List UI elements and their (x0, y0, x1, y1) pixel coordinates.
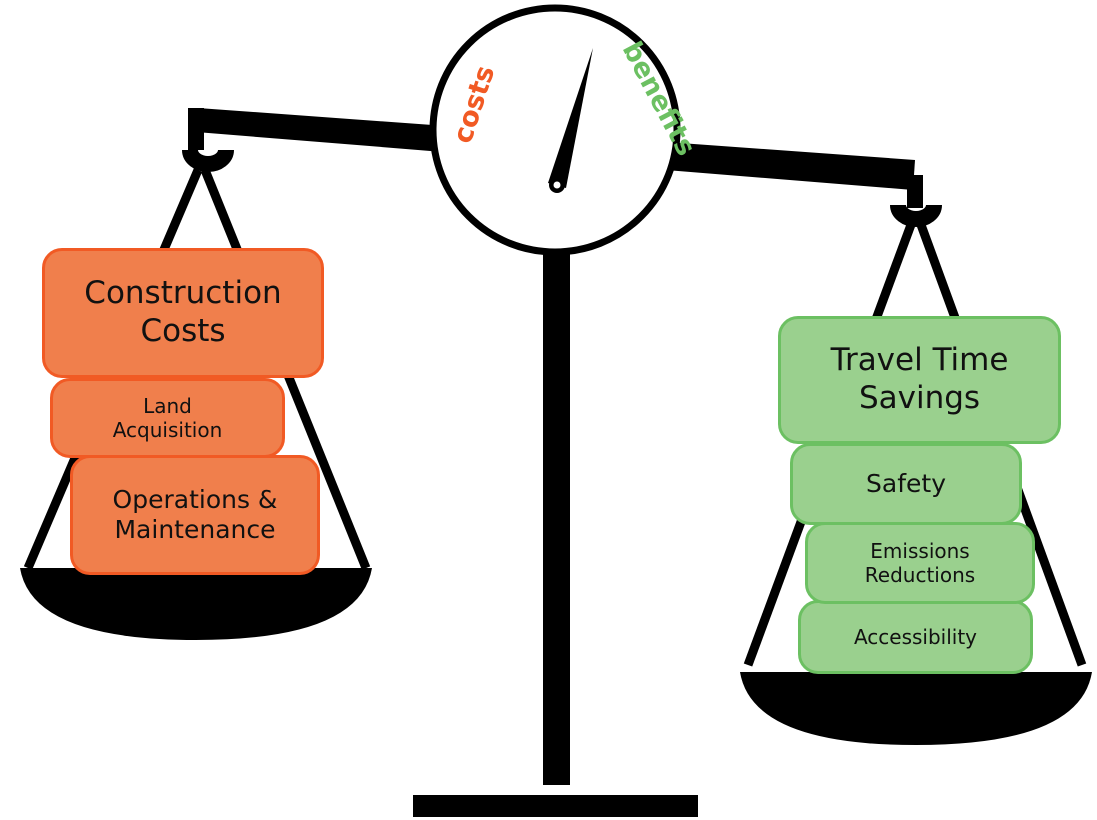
benefit-item-emissions-reductions: Emissions Reductions (805, 522, 1035, 604)
cost-item-operations-maintenance: Operations & Maintenance (70, 455, 320, 575)
scale-post (543, 250, 570, 785)
left-hook (182, 108, 234, 172)
benefit-item-label: Emissions Reductions (864, 538, 976, 587)
cost-item-label: Construction Costs (84, 275, 282, 349)
cost-item-construction-costs: Construction Costs (42, 248, 324, 378)
cost-item-label: Operations & Maintenance (112, 484, 278, 545)
gauge-dial (429, 4, 681, 256)
benefit-item-label: Accessibility (853, 624, 978, 649)
left-pan (20, 568, 372, 640)
benefit-item-safety: Safety (790, 443, 1022, 525)
right-hook (890, 175, 942, 227)
benefit-item-accessibility: Accessibility (798, 600, 1033, 674)
benefit-item-label: Safety (866, 468, 946, 498)
benefit-item-travel-time-savings: Travel Time Savings (778, 316, 1061, 444)
cost-item-land-acquisition: Land Acquisition (50, 378, 285, 458)
gauge-needle (548, 48, 593, 188)
benefit-item-label: Travel Time Savings (830, 342, 1009, 416)
cost-item-label: Land Acquisition (112, 393, 223, 442)
right-pan (740, 672, 1092, 745)
scale-base (413, 795, 698, 817)
